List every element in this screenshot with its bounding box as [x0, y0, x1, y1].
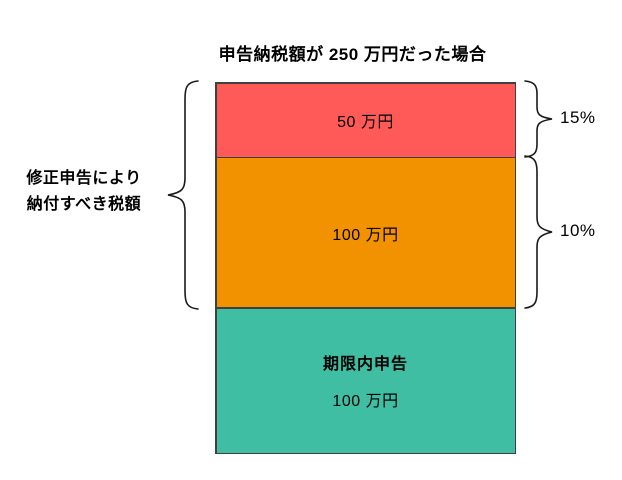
segment-bottom-heading: 期限内申告 — [322, 356, 408, 373]
left-curly-brace-icon — [167, 80, 199, 310]
left-annotation: 修正申告により 納付すべき税額 — [6, 166, 162, 218]
rate-label-10: 10% — [560, 221, 596, 240]
right-curly-brace-bottom-icon — [524, 155, 553, 309]
right-curly-brace-top-icon — [524, 80, 553, 158]
figure-title: 申告納税額が 250 万円だった場合 — [218, 45, 487, 64]
left-annotation-line1: 修正申告により — [26, 170, 142, 187]
segment-middle-100man: 100 万円 — [216, 158, 515, 307]
segment-bottom-kigennai: 期限内申告 100 万円 — [216, 308, 515, 453]
segment-top-value: 50 万円 — [337, 114, 394, 131]
segment-middle-value: 100 万円 — [332, 226, 399, 244]
segment-top-50man: 50 万円 — [216, 83, 515, 157]
segment-bottom-value: 100 万円 — [332, 393, 399, 410]
stacked-bar: 50 万円 100 万円 期限内申告 100 万円 — [215, 82, 516, 454]
left-annotation-line2: 納付すべき税額 — [26, 196, 142, 213]
rate-label-15: 15% — [560, 108, 596, 127]
